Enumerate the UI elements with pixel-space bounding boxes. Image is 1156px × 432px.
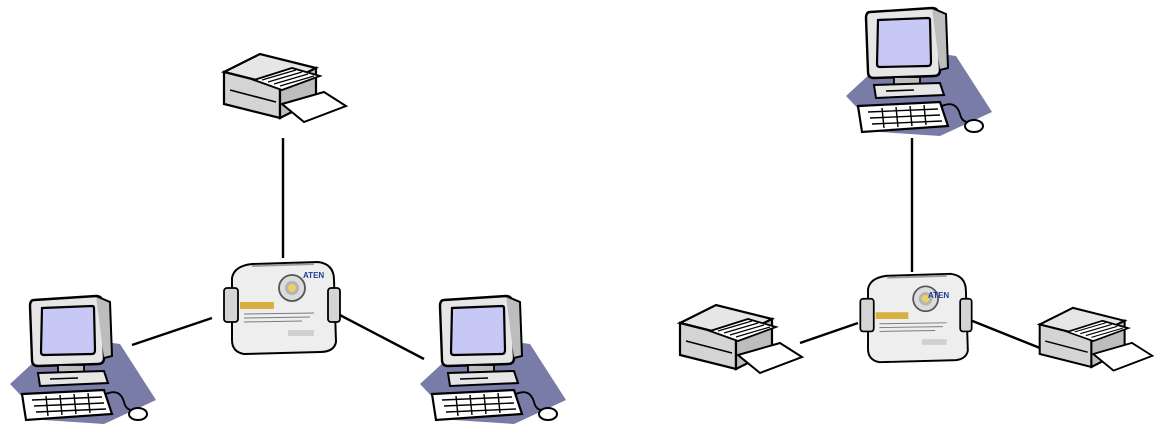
switch-device: ATEN xyxy=(224,262,340,354)
right-diagram: ATEN xyxy=(680,8,1152,373)
left-diagram: ATEN xyxy=(10,54,566,424)
computer-icon xyxy=(420,296,566,424)
connection-line xyxy=(800,323,858,343)
switch-brand-label: ATEN xyxy=(928,291,949,300)
switch-brand-label: ATEN xyxy=(303,271,324,280)
printer-icon xyxy=(680,305,802,373)
switch-device: ATEN xyxy=(860,274,971,362)
computer-icon xyxy=(846,8,992,136)
connection-line xyxy=(336,313,424,359)
printer-icon xyxy=(1040,308,1153,371)
connection-line xyxy=(970,320,1040,348)
computer-icon xyxy=(10,296,156,424)
printer-icon xyxy=(224,54,346,122)
connection-line xyxy=(132,318,212,345)
